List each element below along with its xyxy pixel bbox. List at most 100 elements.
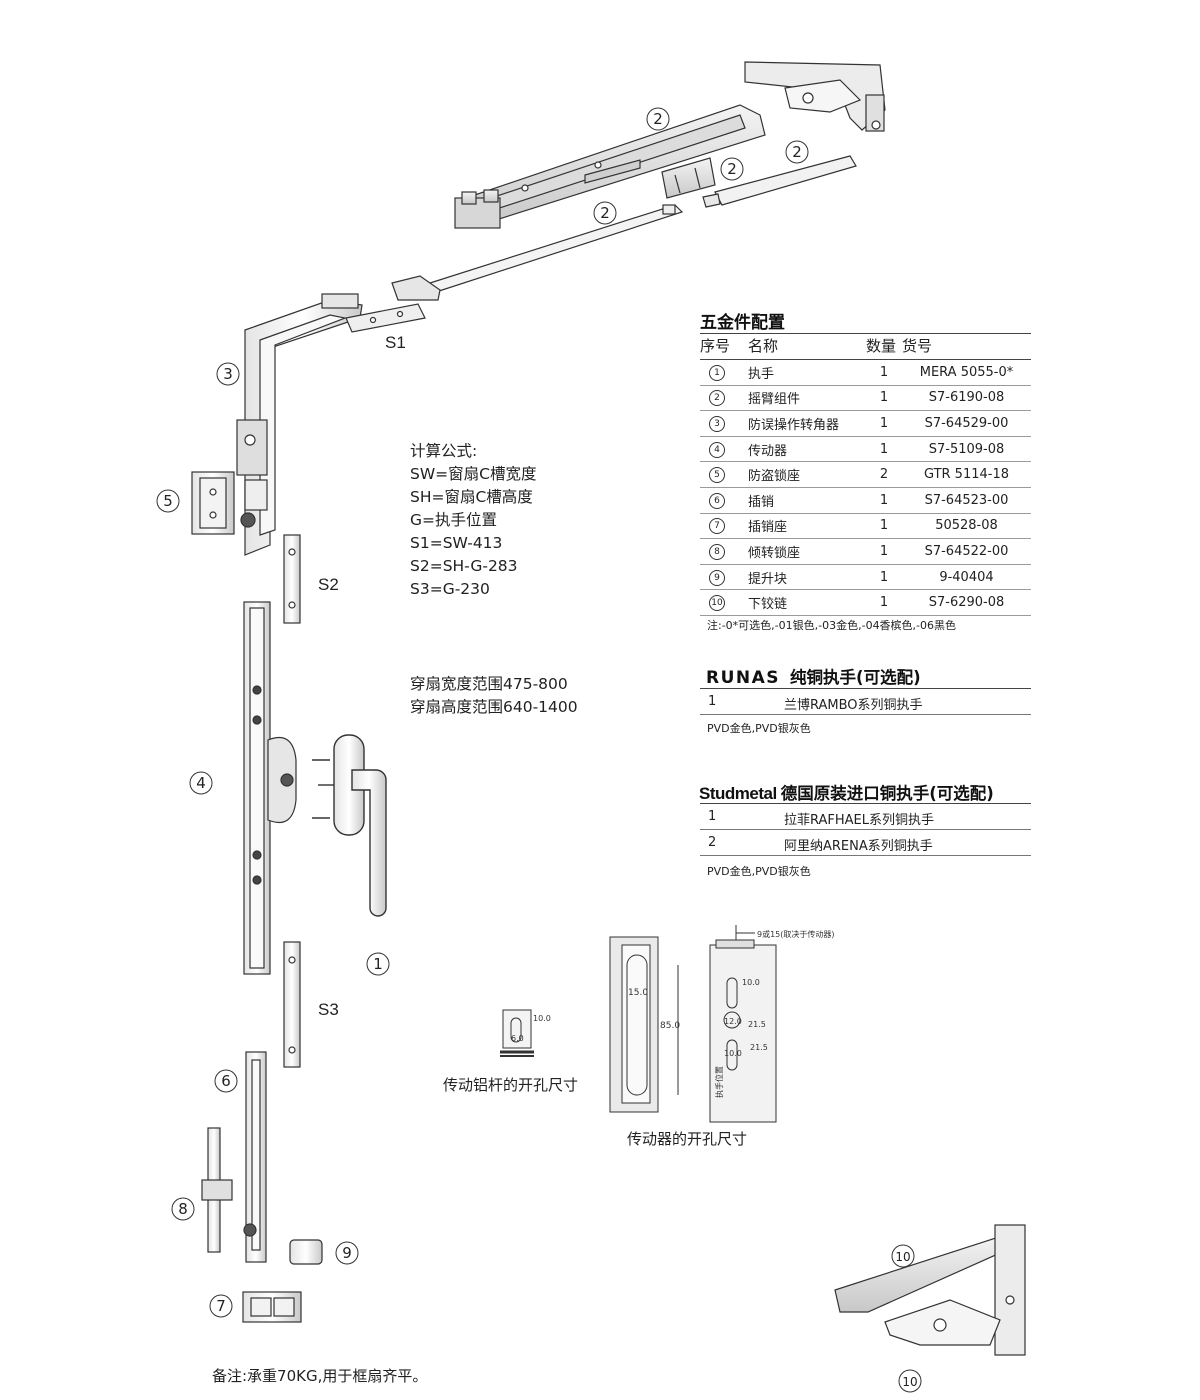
callout-6: 6 xyxy=(221,1072,231,1090)
list-item: 2 阿里纳ARENA系列铜执手 xyxy=(700,830,1031,856)
header-code: 货号 xyxy=(902,333,1031,360)
item-text: 阿里纳ARENA系列铜执手 xyxy=(784,839,933,854)
callout-3: 3 xyxy=(223,365,233,383)
callout-5: 5 xyxy=(163,492,173,510)
runas-logo: RUNAS xyxy=(706,668,781,688)
row-name: 倾转锁座 xyxy=(748,538,866,565)
callout-8: 8 xyxy=(178,1200,188,1218)
gear-dim-1: 10.0 xyxy=(742,978,760,987)
callout-2-arm: 2 xyxy=(653,110,663,128)
formula-line: SW=窗扇C槽宽度 xyxy=(410,465,537,483)
gear-dim-height: 85.0 xyxy=(660,1021,680,1031)
table-header-row: 序号 名称 数量 货号 xyxy=(700,333,1031,360)
row-qty: 1 xyxy=(866,538,902,565)
bottom-remark: 备注:承重70KG,用于框扇齐平。 xyxy=(212,1367,428,1385)
row-qty: 1 xyxy=(866,359,902,386)
runas-finish: PVD金色,PVD银灰色 xyxy=(707,722,811,735)
row-code: S7-64523-00 xyxy=(902,487,1031,514)
callout-9: 9 xyxy=(342,1244,352,1262)
item-text: 拉菲RAFHAEL系列铜执手 xyxy=(784,813,935,828)
item-text: 兰博RAMBO系列铜执手 xyxy=(784,698,923,713)
sash-height-range: 穿扇高度范围640-1400 xyxy=(410,698,578,716)
row-code: 9-40404 xyxy=(902,564,1031,591)
row-index: 7 xyxy=(709,518,725,535)
studmetal-logo: Studmetal xyxy=(699,784,777,803)
formula-line: SH=窗扇C槽高度 xyxy=(410,488,533,506)
item-number: 1 xyxy=(708,809,717,824)
rod-dim-height: 6.0 xyxy=(511,1034,524,1043)
row-code: MERA 5055-0* xyxy=(902,359,1031,386)
formula-line: G=执手位置 xyxy=(410,511,497,529)
gear-dim-2: 12.0 xyxy=(724,1017,742,1026)
divider xyxy=(700,803,1031,804)
row-qty: 1 xyxy=(866,564,902,591)
row-code: S7-5109-08 xyxy=(902,436,1031,463)
formula-line: S3=G-230 xyxy=(410,580,490,598)
row-qty: 1 xyxy=(866,410,902,437)
row-index: 4 xyxy=(709,441,725,458)
row-index: 6 xyxy=(709,492,725,509)
row-qty: 1 xyxy=(866,589,902,616)
corner-drive-drawing xyxy=(236,293,426,556)
row-qty: 2 xyxy=(866,461,902,488)
row-index: 1 xyxy=(709,364,725,381)
row-index: 2 xyxy=(709,390,725,407)
stay-arm-assembly-drawing xyxy=(391,61,886,301)
hardware-table-title: 五金件配置 xyxy=(700,313,785,333)
gear-dim-top: 9或15(取决于传动器) xyxy=(757,929,835,939)
extension-rods-drawing xyxy=(283,534,301,1068)
item-number: 2 xyxy=(708,835,717,850)
row-name: 传动器 xyxy=(748,436,866,463)
row-name: 执手 xyxy=(748,359,866,386)
gearbox-drawing xyxy=(243,601,297,975)
gearbox-hole-dimension-drawing xyxy=(609,925,777,1123)
formula-line: S2=SH-G-283 xyxy=(410,557,518,575)
row-code: S7-64529-00 xyxy=(902,410,1031,437)
formula-line: S1=SW-413 xyxy=(410,534,503,552)
label-s2: S2 xyxy=(318,575,339,594)
row-code: S7-6290-08 xyxy=(902,589,1031,616)
lock-keeper-drawing xyxy=(191,471,235,535)
row-qty: 1 xyxy=(866,513,902,540)
bottom-hinge-drawing xyxy=(834,1224,1026,1356)
formula-block: 计算公式: SW=窗扇C槽宽度 SH=窗扇C槽高度 G=执手位置 S1=SW-4… xyxy=(410,440,536,601)
gear-dim-3: 21.5 xyxy=(748,1020,766,1029)
row-name: 防盗锁座 xyxy=(748,461,866,488)
row-index: 5 xyxy=(709,467,725,484)
callout-10-bottom: 10 xyxy=(902,1375,917,1389)
row-code: 50528-08 xyxy=(902,513,1031,540)
divider xyxy=(700,688,1031,689)
callout-2-bar: 2 xyxy=(792,143,802,161)
row-name: 摇臂组件 xyxy=(748,385,866,412)
rod-dim-width: 10.0 xyxy=(533,1014,551,1023)
gear-dim-4: 21.5 xyxy=(750,1043,768,1052)
row-qty: 1 xyxy=(866,487,902,514)
studmetal-heading: 德国原装进口铜执手(可选配) xyxy=(780,784,994,803)
label-s1: S1 xyxy=(385,333,406,352)
label-s3: S3 xyxy=(318,1000,339,1019)
row-index: 8 xyxy=(709,543,725,560)
row-name: 插销 xyxy=(748,487,866,514)
row-name: 下铰链 xyxy=(748,589,866,616)
row-index: 10 xyxy=(709,595,725,612)
rod-hole-caption: 传动铝杆的开孔尺寸 xyxy=(443,1076,579,1094)
gear-dim-5: 10.0 xyxy=(724,1049,742,1058)
callout-7: 7 xyxy=(216,1297,226,1315)
row-name: 插销座 xyxy=(748,513,866,540)
callout-1: 1 xyxy=(373,955,383,973)
header-qty: 数量 xyxy=(866,333,902,360)
header-name: 名称 xyxy=(748,333,866,360)
